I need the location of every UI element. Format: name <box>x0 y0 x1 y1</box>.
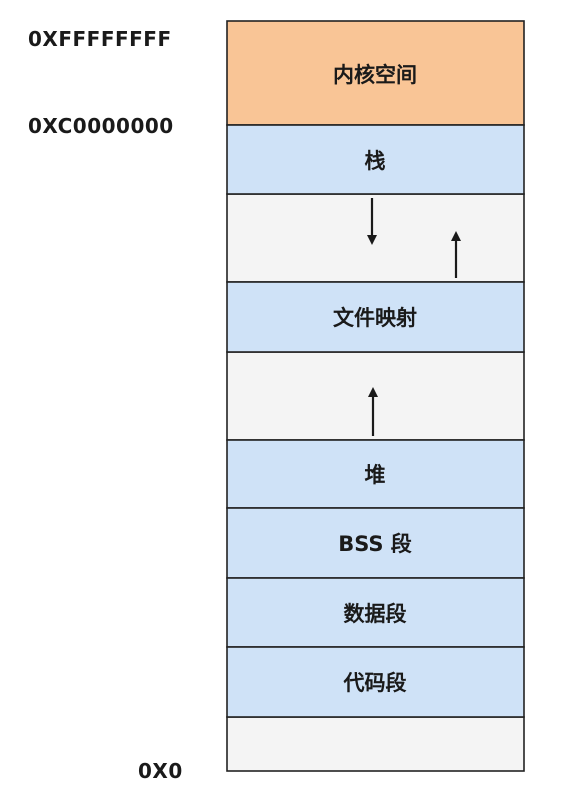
data-segment <box>226 577 525 648</box>
bss-label: BSS 段 <box>338 532 412 556</box>
address-bottom: 0X0 <box>138 759 183 783</box>
heap-label: 堆 <box>365 463 386 487</box>
address-top: 0XFFFFFFFF <box>28 27 172 51</box>
data-label: 数据段 <box>344 602 407 626</box>
gap-mmap-heap <box>226 351 525 441</box>
code-label: 代码段 <box>343 671 407 695</box>
stack-label: 栈 <box>365 149 386 173</box>
address-kernel-boundary: 0XC0000000 <box>28 114 174 138</box>
kernel-space-label: 内核空间 <box>333 63 417 87</box>
kernel-space-segment <box>226 20 525 126</box>
gap-stack-mmap <box>226 193 525 283</box>
stack-segment <box>226 124 525 195</box>
mmap-segment <box>226 281 525 353</box>
mmap-label: 文件映射 <box>333 306 417 330</box>
code-segment <box>226 646 525 718</box>
gap-bottom <box>226 716 525 772</box>
